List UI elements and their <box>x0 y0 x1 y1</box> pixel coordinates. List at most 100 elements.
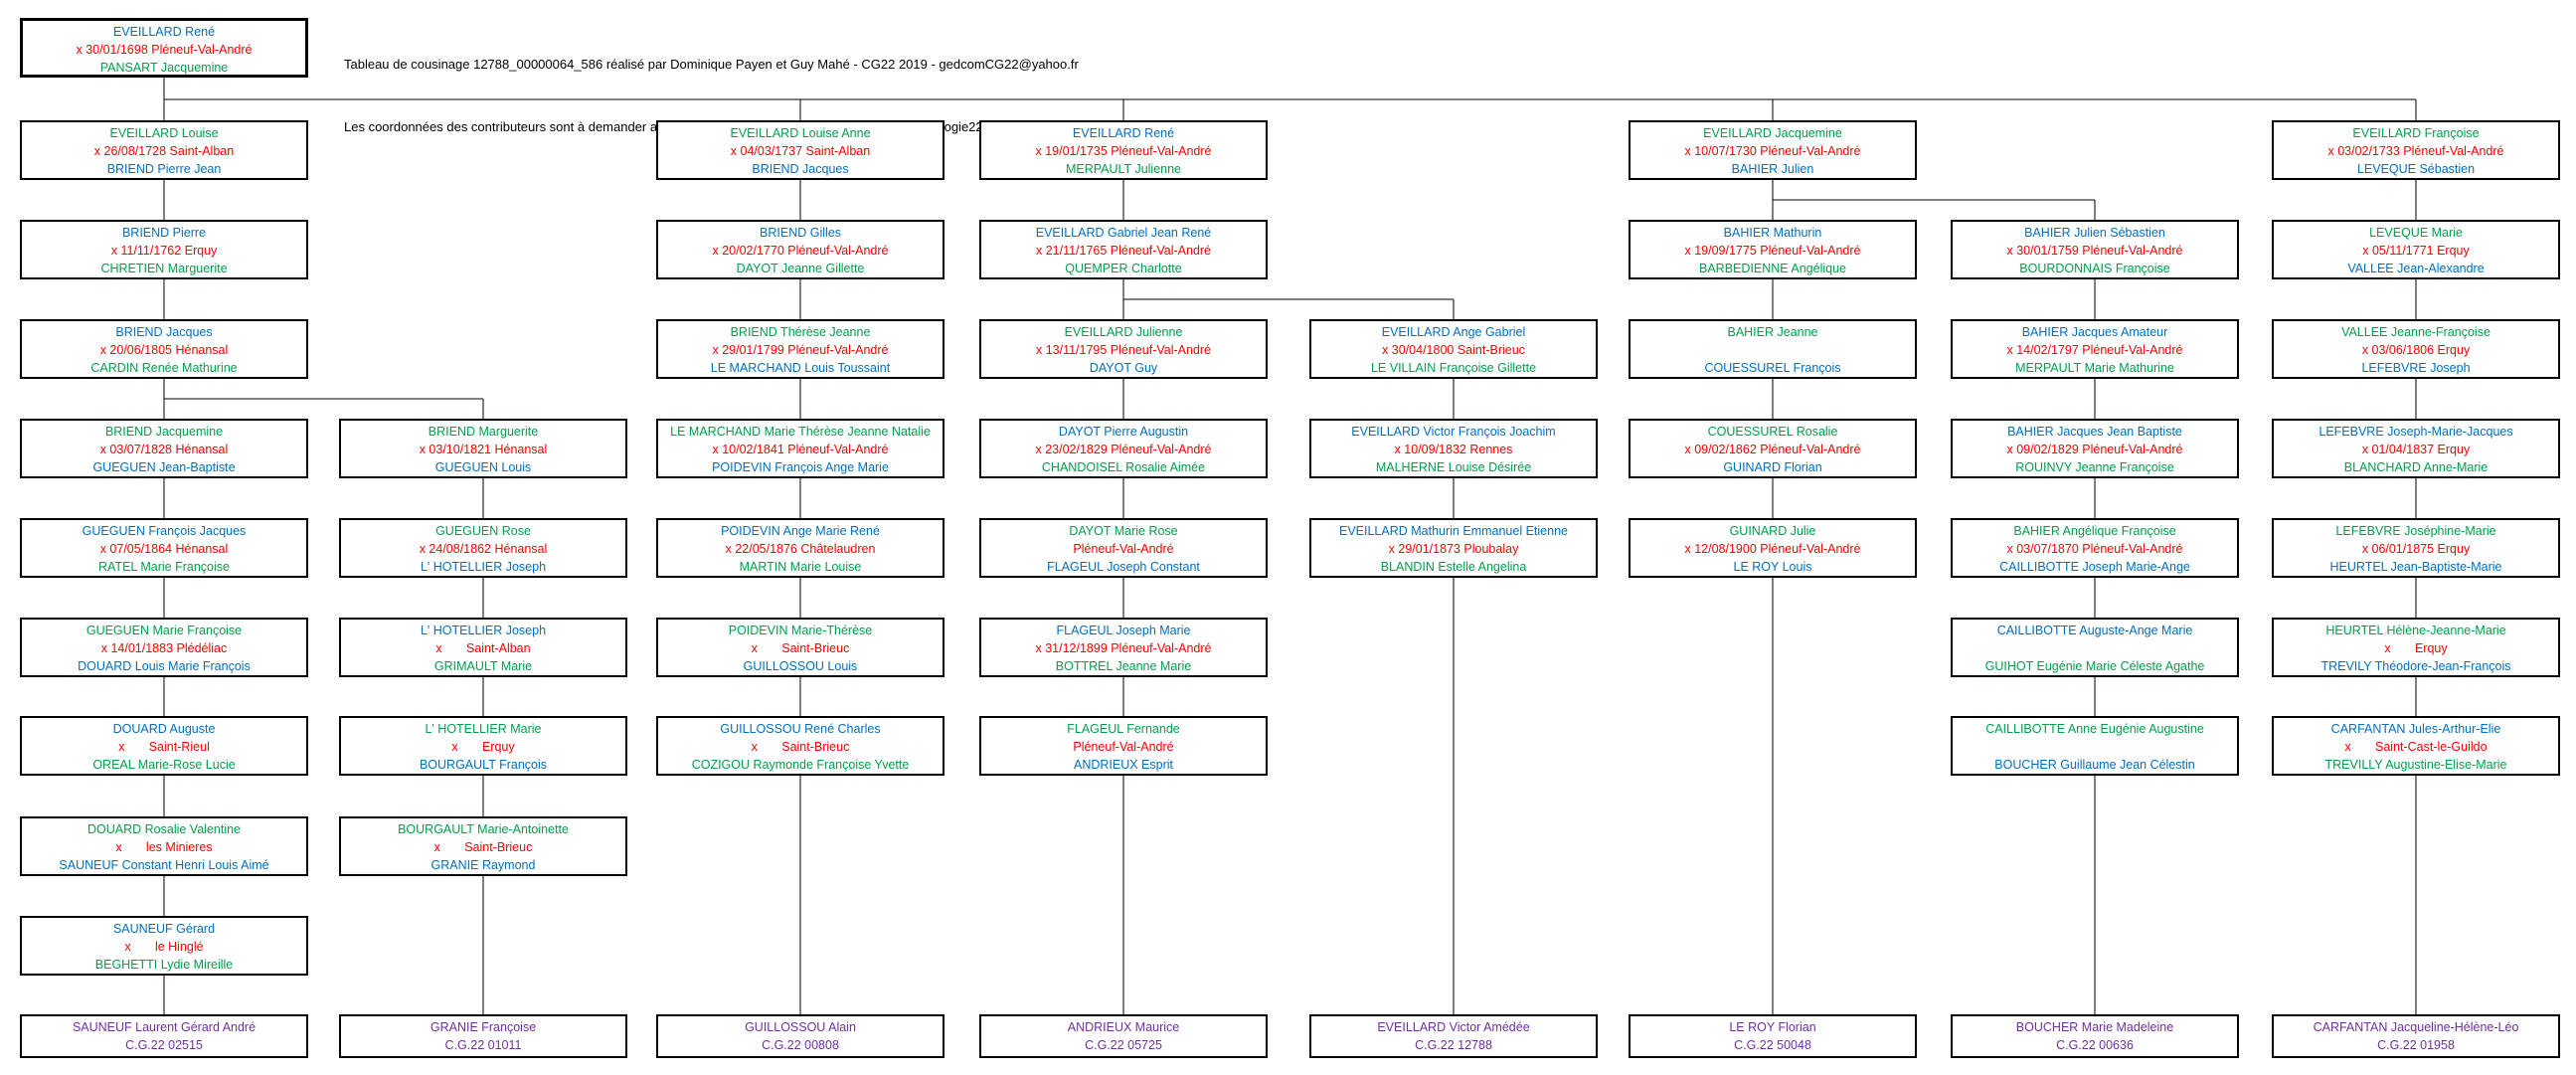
marriage-info: x 22/05/1876 Châtelaudren <box>725 542 876 556</box>
spouse-name: BRIEND Jacques <box>752 162 849 176</box>
spouse-name: BEGHETTI Lydie Mireille <box>94 958 234 972</box>
spouse-name: BAHIER Julien <box>1731 162 1814 176</box>
marriage-info: x 30/04/1800 Saint-Brieuc <box>1382 343 1525 357</box>
spouse-name: BRIEND Pierre Jean <box>106 162 222 176</box>
marriage-info: x 03/06/1806 Erquy <box>2361 343 2471 357</box>
person-name: ANDRIEUX Maurice <box>1067 1020 1180 1034</box>
spouse-name: LE VILLAIN Françoise Gillette <box>1370 361 1537 375</box>
person-name: LE ROY Florian <box>1729 1020 1816 1034</box>
spouse-name: GUIHOT Eugénie Marie Céleste Agathe <box>1984 659 2205 673</box>
marriage-info: x 30/01/1698 Pléneuf-Val-André <box>76 43 253 57</box>
spouse-name: DAYOT Jeanne Gillette <box>736 262 865 275</box>
person-name: COUESSUREL Rosalie <box>1707 425 1838 439</box>
person-name: LE MARCHAND Marie Thérèse Jeanne Natalie <box>670 425 931 439</box>
marriage-info: x 30/01/1759 Pléneuf-Val-André <box>2006 244 2183 258</box>
marriage-info: x Erquy <box>2384 641 2448 655</box>
spouse-name: GRANIE Raymond <box>430 858 536 872</box>
person-name: EVEILLARD Julienne <box>1064 325 1183 339</box>
spouse-name: BLANDIN Estelle Angelina <box>1380 560 1527 574</box>
spouse-name: GUINARD Florian <box>1723 460 1822 474</box>
spouse-name: LEVEQUE Sébastien <box>2356 162 2476 176</box>
person-box-gueguen-francois-jacques: GUEGUEN François Jacques x 07/05/1864 Hén… <box>20 518 308 578</box>
person-name: BOURGAULT Marie-Antoinette <box>398 822 569 836</box>
person-name: EVEILLARD Jacquemine <box>1703 126 1842 140</box>
spouse-name: BOUCHER Guillaume Jean Célestin <box>1994 758 2195 772</box>
marriage-info: x 26/08/1728 Saint-Alban <box>93 144 235 158</box>
marriage-info: x 19/01/1735 Pléneuf-Val-André <box>1035 144 1212 158</box>
marriage-info: x 05/11/1771 Erquy <box>2362 244 2470 258</box>
person-name: DAYOT Pierre Augustin <box>1058 425 1189 439</box>
marriage-info: x 09/02/1862 Pléneuf-Val-André <box>1684 443 1861 456</box>
person-name: EVEILLARD Ange Gabriel <box>1381 325 1526 339</box>
cg22-number: C.G.22 50048 <box>1734 1038 1811 1052</box>
person-name: EVEILLARD Louise Anne <box>730 126 871 140</box>
marriage-info <box>1631 341 1915 359</box>
marriage-info: x 06/01/1875 Erquy <box>2361 542 2471 556</box>
spouse-name: GRIMAULT Marie <box>433 659 533 673</box>
person-name: CAILLIBOTTE Auguste-Ange Marie <box>1996 624 2193 637</box>
marriage-info: x 03/07/1870 Pléneuf-Val-André <box>2006 542 2183 556</box>
person-name: GUEGUEN François Jacques <box>82 524 247 538</box>
marriage-info: x 11/11/1762 Erquy <box>110 244 218 258</box>
marriage-info: x Saint-Alban <box>435 641 531 655</box>
marriage-info: x Saint-Brieuc <box>751 641 850 655</box>
marriage-info: x Saint-Cast-le-Guildo <box>2344 740 2488 754</box>
spouse-name: LEFEBVRE Joseph <box>2361 361 2471 375</box>
person-name: EVEILLARD Victor François Joachim <box>1351 425 1556 439</box>
spouse-name: ROUINVY Jeanne Françoise <box>2015 460 2174 474</box>
spouse-name: SAUNEUF Constant Henri Louis Aimé <box>59 858 269 872</box>
marriage-info: x le Hinglé <box>124 940 204 954</box>
spouse-name: DOUARD Louis Marie François <box>78 659 251 673</box>
person-name: BAHIER Angélique Françoise <box>2013 524 2176 538</box>
spouse-name: BLANCHARD Anne-Marie <box>2343 460 2489 474</box>
person-name: EVEILLARD Victor Amédée <box>1377 1020 1530 1034</box>
person-name: FLAGEUL Fernande <box>1067 722 1180 736</box>
spouse-name: BARBEDIENNE Angélique <box>1699 262 1846 275</box>
marriage-info: x 01/04/1837 Erquy <box>2361 443 2471 456</box>
marriage-info: x 07/05/1864 Hénansal <box>99 542 229 556</box>
person-name: BRIEND Marguerite <box>428 425 539 439</box>
person-box-bahier-angelique-francoise: BAHIER Angélique Françoise x 03/07/1870 P… <box>1951 518 2239 578</box>
person-name: GUEGUEN Marie Françoise <box>86 624 243 637</box>
marriage-info <box>1953 738 2237 756</box>
marriage-info: x 31/12/1899 Pléneuf-Val-André <box>1035 641 1212 655</box>
spouse-name: LE ROY Louis <box>1733 560 1812 574</box>
spouse-name: GUILLOSSOU Louis <box>743 659 858 673</box>
marriage-info: x Saint-Rieul <box>118 740 210 754</box>
marriage-info: x 10/09/1832 Rennes <box>1394 443 1513 456</box>
marriage-info: x 10/07/1730 Pléneuf-Val-André <box>1684 144 1861 158</box>
person-name: DOUARD Rosalie Valentine <box>87 822 241 836</box>
person-name: POIDEVIN Ange Marie René <box>721 524 880 538</box>
person-name: CAILLIBOTTE Anne Eugénie Augustine <box>1985 722 2204 736</box>
spouse-name: TREVILY Théodore-Jean-François <box>2320 659 2511 673</box>
marriage-info: x Saint-Brieuc <box>751 740 850 754</box>
spouse-name: GUEGUEN Jean-Baptiste <box>92 460 236 474</box>
person-box-couessurel-rosalie: COUESSUREL Rosalie x 09/02/1862 Pléneuf-V… <box>1629 419 1917 478</box>
spouse-name: CAILLIBOTTE Joseph Marie-Ange <box>1999 560 2190 574</box>
person-name: BAHIER Julien Sébastien <box>2024 226 2165 240</box>
spouse-name: QUEMPER Charlotte <box>1065 262 1182 275</box>
person-name: EVEILLARD René <box>112 25 216 39</box>
spouse-name: DAYOT Guy <box>1089 361 1158 375</box>
spouse-name: TREVILLY Augustine-Elise-Marie <box>2324 758 2507 772</box>
marriage-info: x 03/07/1828 Hénansal <box>99 443 229 456</box>
